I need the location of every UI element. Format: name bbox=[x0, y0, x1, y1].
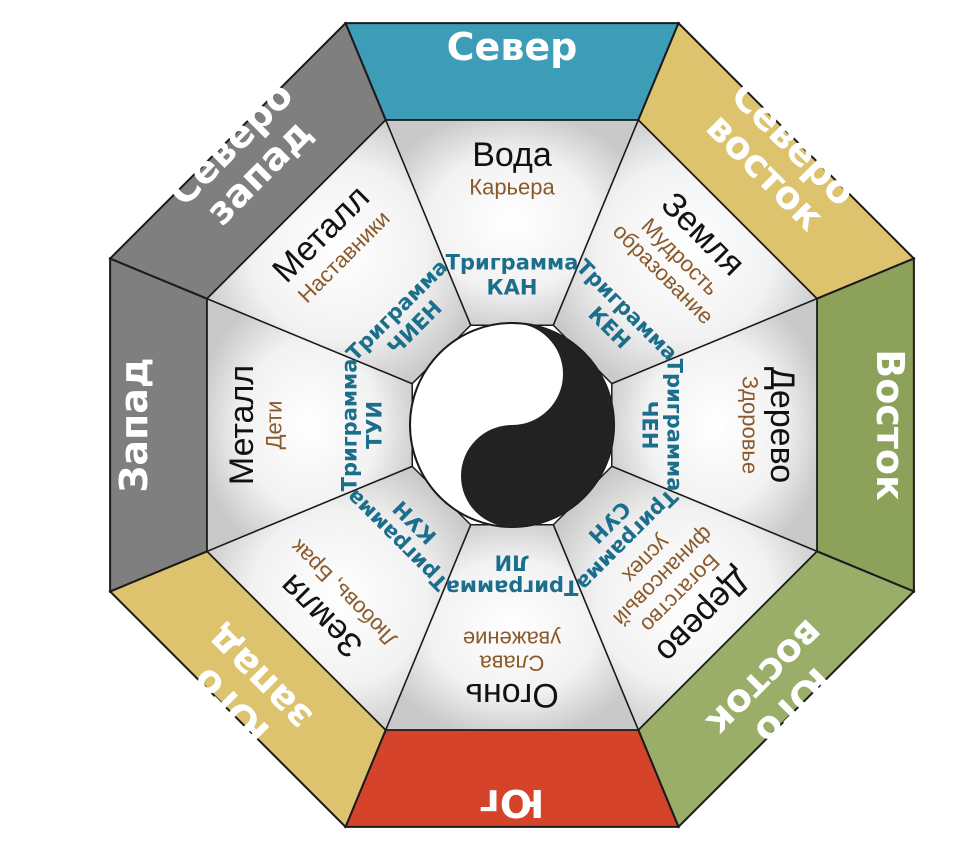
element-label-west-line: Металл bbox=[223, 365, 261, 485]
yin-dot bbox=[495, 459, 529, 493]
trigram-label-south-line: ЛИ bbox=[494, 551, 529, 575]
aspect-label-west-line: Дети bbox=[262, 401, 287, 450]
direction-label-north-line: Север bbox=[447, 25, 578, 69]
trigram-label-north-line: Триграмма bbox=[446, 251, 579, 275]
direction-label-north: Север bbox=[447, 25, 578, 69]
trigram-label-west-line: Триграмма bbox=[338, 359, 362, 492]
direction-label-west-line: Запад bbox=[112, 357, 156, 492]
direction-label-east: Восток bbox=[868, 349, 912, 501]
element-label-south-line: Огонь bbox=[465, 676, 559, 714]
aspect-label-north: Карьера bbox=[469, 175, 555, 200]
outer-ring bbox=[108, 21, 916, 829]
trigram-label-north-line: КАН bbox=[487, 276, 538, 300]
trigram-label-south-line: Триграмма bbox=[446, 576, 579, 600]
aspect-label-east: Здоровье bbox=[738, 376, 763, 474]
trigram-label-east-line: ЧЕН bbox=[638, 401, 662, 450]
trigram-label-west-line: ТУИ bbox=[363, 401, 387, 449]
element-label-north: Вода bbox=[472, 136, 552, 174]
element-label-east: Дерево bbox=[763, 367, 801, 483]
element-label-south: Огонь bbox=[465, 676, 559, 714]
aspect-label-west: Дети bbox=[262, 401, 287, 450]
yin-yang-icon bbox=[409, 322, 615, 528]
yang-dot bbox=[495, 357, 529, 391]
direction-label-west: Запад bbox=[112, 357, 156, 492]
trigram-label-east-line: Триграмма bbox=[663, 359, 687, 492]
aspect-label-north-line: Карьера bbox=[469, 175, 555, 200]
element-label-west: Металл bbox=[223, 365, 261, 485]
direction-label-east-line: Восток bbox=[868, 349, 912, 501]
direction-label-south-line: Юг bbox=[480, 781, 544, 825]
element-label-east-line: Дерево bbox=[763, 367, 801, 483]
inner-sector-northwest bbox=[205, 118, 472, 385]
inner-ring bbox=[205, 118, 819, 732]
direction-label-south: Юг bbox=[480, 781, 544, 825]
aspect-label-east-line: Здоровье bbox=[738, 376, 763, 474]
element-label-north-line: Вода bbox=[472, 136, 552, 174]
aspect-label-south-line: уважение bbox=[463, 627, 561, 652]
aspect-label-south-line: Слава bbox=[479, 651, 544, 676]
